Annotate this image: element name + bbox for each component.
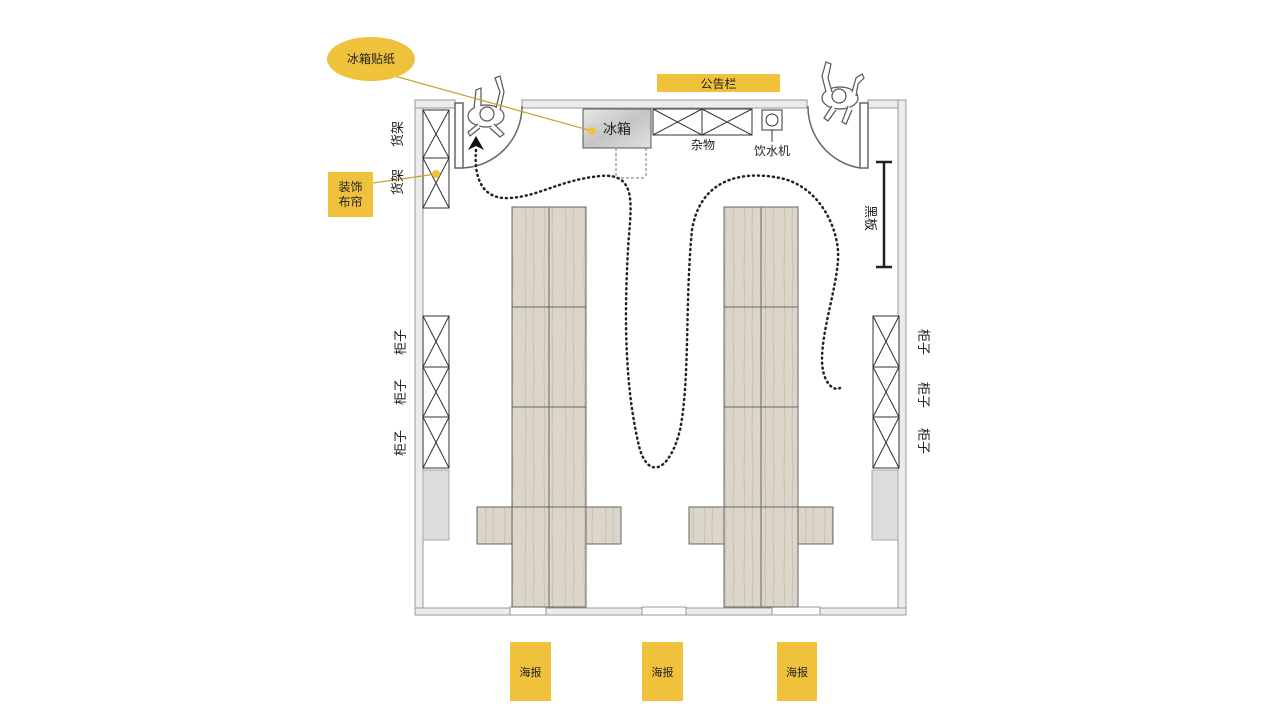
cabinet-label-left-1: 柜子 xyxy=(394,329,409,355)
right-door[interactable] xyxy=(807,102,869,169)
poster-3: 海报 xyxy=(777,642,817,701)
notice-board-label: 公告栏 xyxy=(700,76,737,91)
shelf-top xyxy=(422,109,450,159)
right-cabinets xyxy=(872,315,900,469)
shelf-label-bottom: 货架 xyxy=(390,169,406,195)
table-left xyxy=(476,206,622,608)
cabinet-label-left-2: 柜子 xyxy=(394,379,409,405)
walking-path xyxy=(474,148,842,469)
fridge-door-swing xyxy=(615,148,647,179)
shelf-label-top: 货架 xyxy=(390,121,406,147)
fridge-label: 冰箱 xyxy=(603,122,631,138)
fridge-sticker-label: 冰箱贴纸 xyxy=(347,51,395,66)
water-dispenser xyxy=(761,109,783,142)
person-right-icon xyxy=(821,61,865,125)
poster-2-label: 海报 xyxy=(651,665,674,679)
misc-storage xyxy=(652,108,753,136)
poster-1-label: 海报 xyxy=(519,665,542,679)
right-wall-recess xyxy=(871,469,899,541)
left-wall-recess xyxy=(422,469,450,541)
table-right xyxy=(688,206,834,608)
blackboard xyxy=(876,160,892,269)
fridge-sticker-callout xyxy=(327,37,415,81)
blackboard-label: 黑板 xyxy=(862,205,877,231)
curtain-callout: 装饰 布帘 xyxy=(328,172,373,217)
cabinet-label-left-3: 柜子 xyxy=(394,430,409,456)
curtain-label-line1: 装饰 xyxy=(338,179,363,194)
fridge-callout-dot xyxy=(588,127,596,135)
cabinet-label-right-3: 柜子 xyxy=(915,428,930,454)
cabinet-label-right-1: 柜子 xyxy=(915,329,930,355)
misc-label: 杂物 xyxy=(691,138,715,152)
notice-board: 公告栏 xyxy=(657,74,780,92)
left-cabinets xyxy=(422,315,450,469)
poster-1: 海报 xyxy=(510,642,551,701)
person-left-icon xyxy=(467,75,505,138)
curtain-label-line2: 布帘 xyxy=(338,194,363,209)
cabinet-label-right-2: 柜子 xyxy=(915,382,930,408)
left-door[interactable] xyxy=(454,102,523,169)
poster-3-label: 海报 xyxy=(786,665,808,679)
curtain-callout-dot xyxy=(432,170,440,178)
shelf-bottom xyxy=(422,157,450,209)
path-arrow-icon xyxy=(468,136,484,150)
poster-2: 海报 xyxy=(642,642,683,701)
callout-leaders xyxy=(372,71,593,184)
water-dispenser-label: 饮水机 xyxy=(754,144,790,158)
